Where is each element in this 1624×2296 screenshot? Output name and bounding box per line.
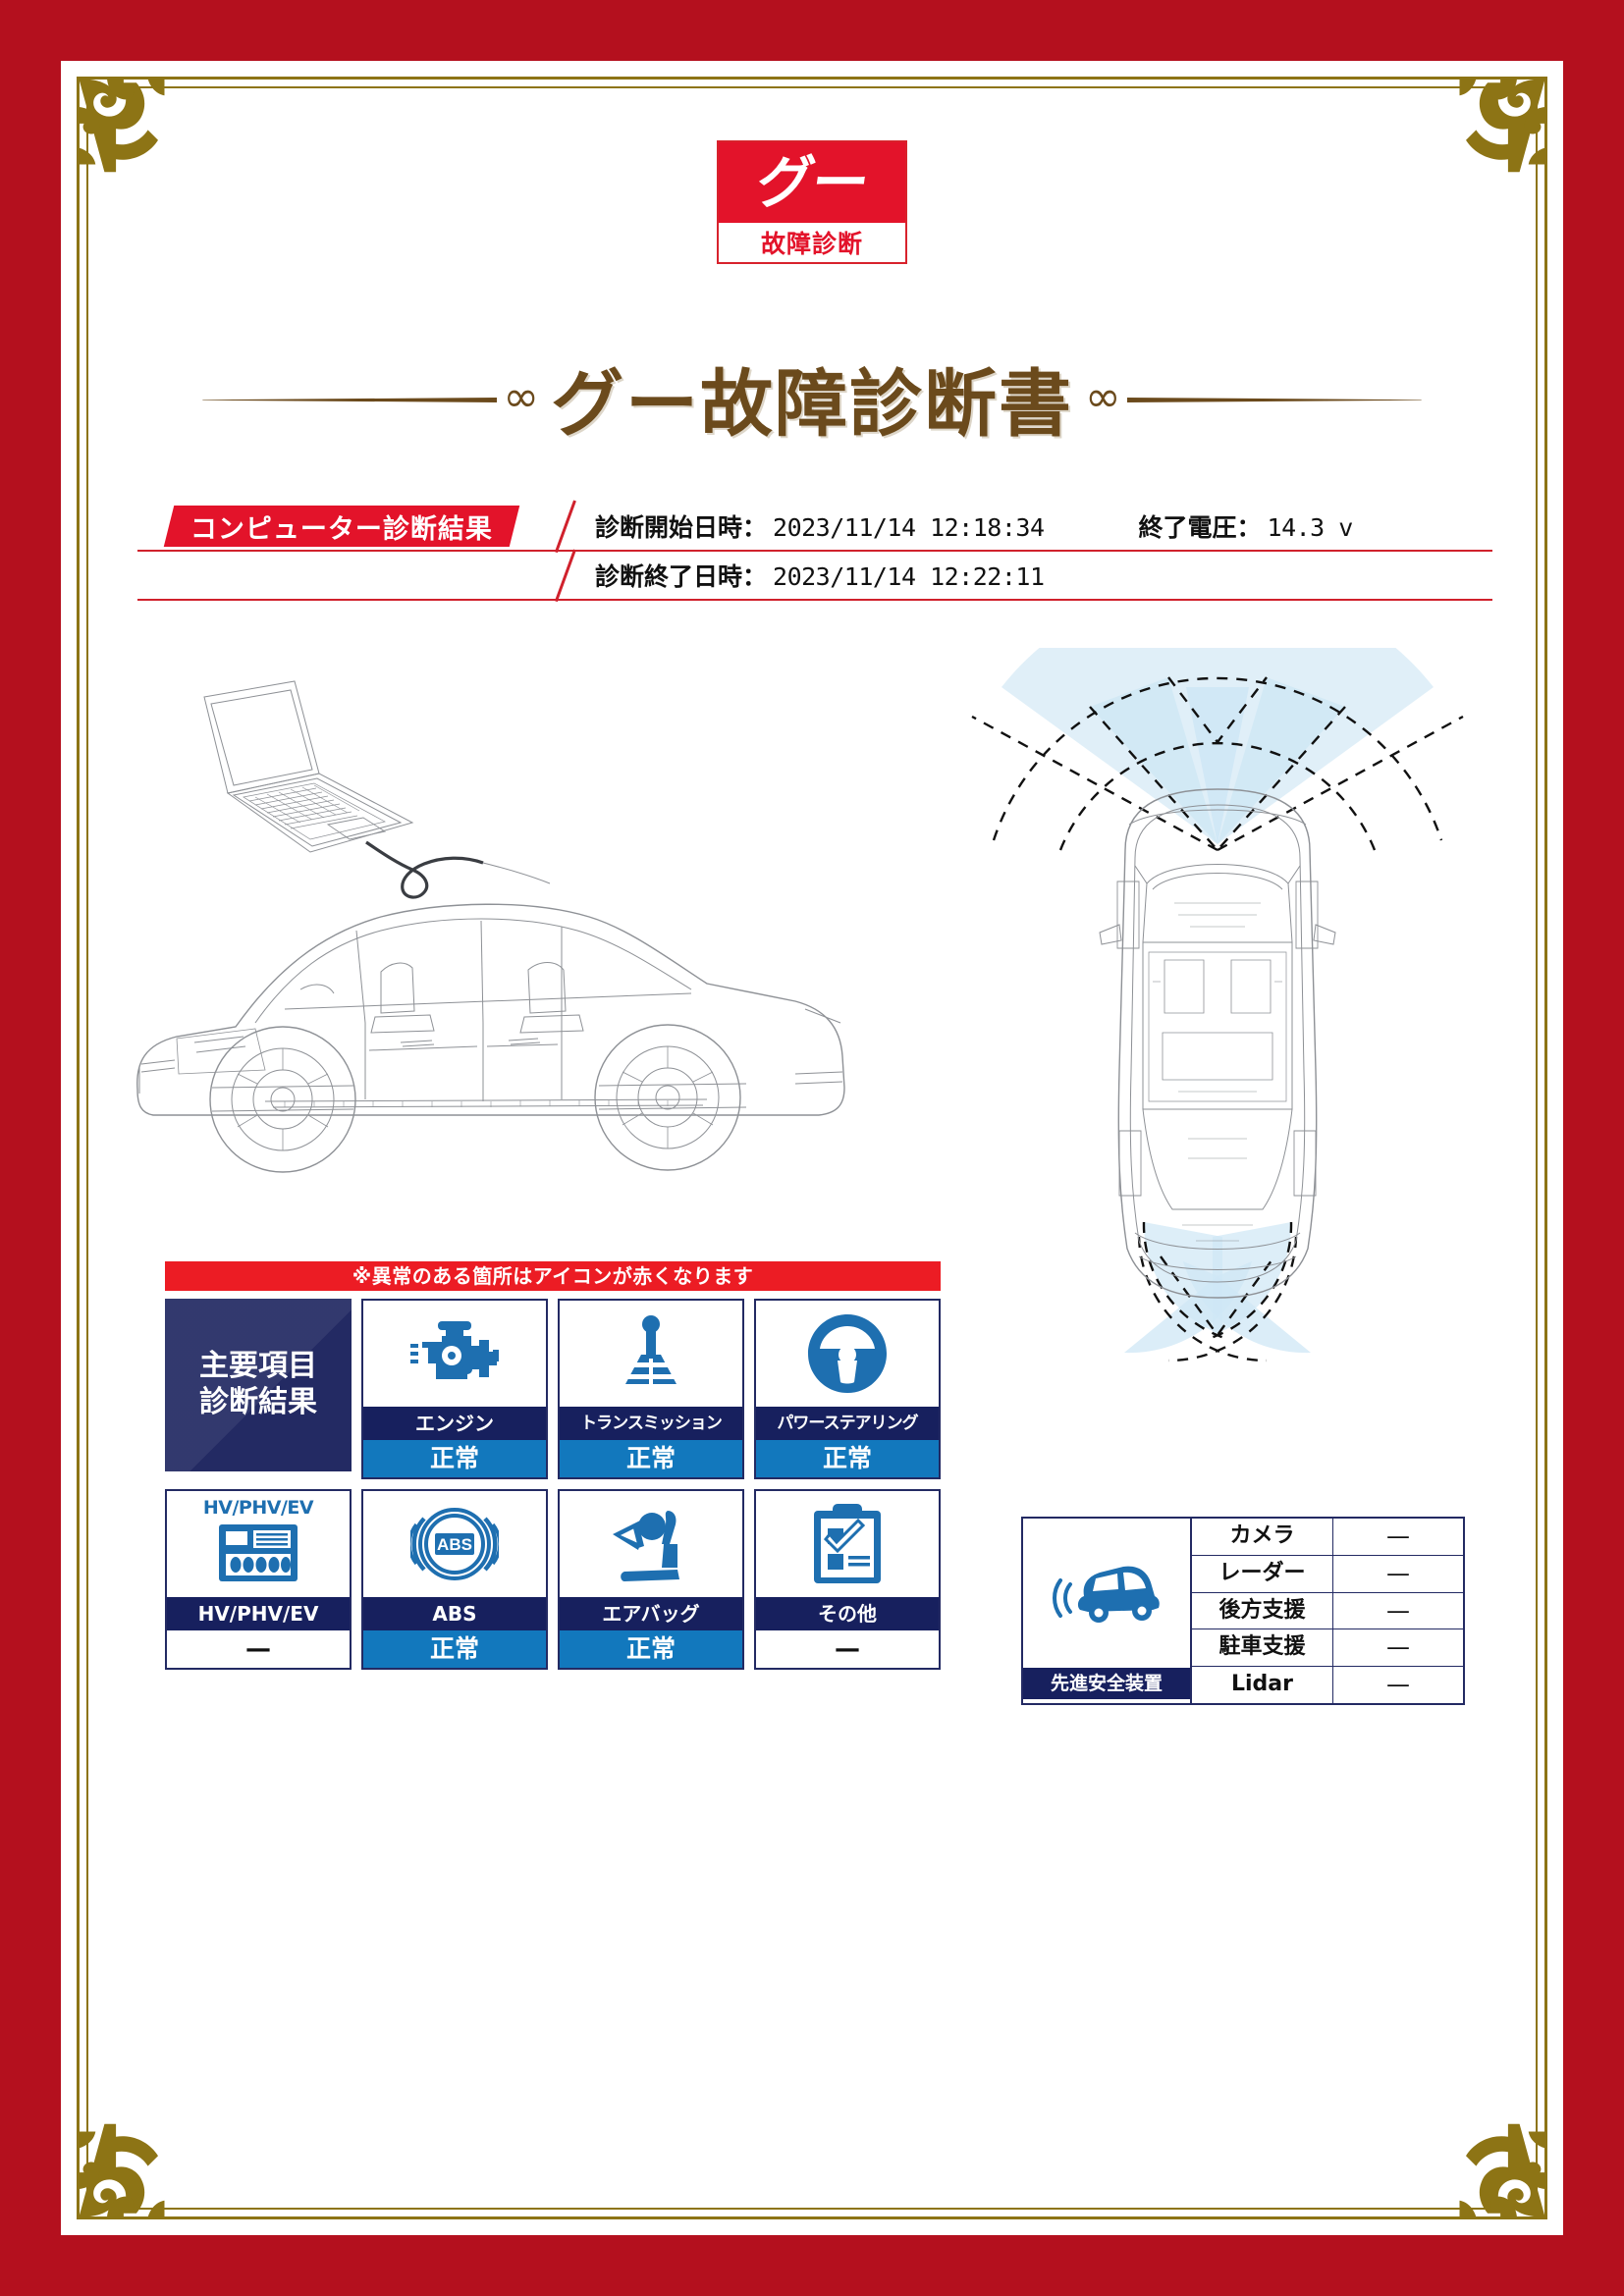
logo-caption: 故障診断 bbox=[760, 230, 863, 258]
steering-wheel-icon-box bbox=[756, 1301, 939, 1407]
safety-row-radar: レーダー — bbox=[1192, 1554, 1463, 1592]
title-flourish-left-icon: ∞ bbox=[503, 372, 539, 422]
engine-icon bbox=[410, 1321, 499, 1379]
diagnosis-end-fields: 診断終了日時： 2023/11/14 12:22:11 bbox=[595, 558, 1492, 593]
abnormal-notice: ※異常のある箇所はアイコンが赤くなります bbox=[165, 1261, 941, 1291]
computer-diagnosis-banner-label: コンピューター診断結果 bbox=[190, 513, 493, 545]
result-status-airbag: 正常 bbox=[560, 1630, 742, 1668]
diagnosis-start-value: 2023/11/14 12:18:34 bbox=[773, 513, 1045, 542]
diagnosis-end-label: 診断終了日時： bbox=[595, 562, 768, 591]
engine-icon-box bbox=[363, 1301, 546, 1407]
results-grid-row-2: HV/PHV/EV bbox=[165, 1489, 941, 1670]
airbag-icon-box bbox=[560, 1491, 742, 1597]
safety-row-rear-support: 後方支援 — bbox=[1192, 1591, 1463, 1629]
battery-icon-box: HV/PHV/EV bbox=[167, 1491, 350, 1597]
logo-mark-area: グー bbox=[719, 142, 905, 223]
safety-name-lidar: Lidar bbox=[1192, 1667, 1333, 1703]
result-status-other: — bbox=[756, 1630, 939, 1668]
voltage-group: 終了電圧： 14.3 v bbox=[1138, 508, 1354, 544]
diagnosis-start-fields: 診断開始日時： 2023/11/14 12:18:34 終了電圧： 14.3 v bbox=[595, 508, 1492, 544]
result-label-power-steering: パワーステアリング bbox=[756, 1407, 939, 1440]
safety-name-radar: レーダー bbox=[1192, 1555, 1333, 1592]
transmission-icon bbox=[625, 1315, 677, 1384]
result-card-abs[interactable]: ABS ABS 正常 bbox=[361, 1489, 548, 1670]
main-diagnosis-results: ※異常のある箇所はアイコンが赤くなります 主要項目 診断結果 bbox=[165, 1261, 941, 1670]
steering-wheel-icon bbox=[808, 1314, 887, 1393]
abs-icon: ABS bbox=[410, 1508, 499, 1580]
safety-value-radar: — bbox=[1386, 1559, 1410, 1587]
result-status-hv-phv-ev: — bbox=[167, 1630, 350, 1668]
title-flourish-right-icon: ∞ bbox=[1085, 372, 1121, 422]
result-status-power-steering: 正常 bbox=[756, 1440, 939, 1477]
battery-icon bbox=[219, 1524, 298, 1581]
safety-row-parking-support: 駐車支援 — bbox=[1192, 1629, 1463, 1667]
diagnosis-end-value: 2023/11/14 12:22:11 bbox=[773, 562, 1045, 591]
safety-value-parking-support: — bbox=[1386, 1633, 1410, 1662]
voltage-value: 14.3 v bbox=[1267, 513, 1354, 542]
car-sensor-icon bbox=[1053, 1566, 1160, 1623]
diagnosis-info: コンピューター診断結果 診断開始日時： 2023/11/14 12:18:34 … bbox=[137, 503, 1492, 601]
clipboard-icon bbox=[814, 1504, 881, 1583]
result-card-engine[interactable]: エンジン 正常 bbox=[361, 1299, 548, 1479]
clipboard-icon-box bbox=[756, 1491, 939, 1597]
top-view-car-sensor-illustration bbox=[971, 648, 1464, 1362]
result-label-hv-phv-ev: HV/PHV/EV bbox=[167, 1597, 350, 1630]
result-label-airbag: エアバッグ bbox=[560, 1597, 742, 1630]
safety-car-icon-box bbox=[1023, 1519, 1190, 1668]
paper-sheet bbox=[61, 61, 1563, 2235]
logo-mark-text: グー bbox=[752, 149, 872, 216]
result-label-abs: ABS bbox=[363, 1597, 546, 1630]
abs-icon-box: ABS bbox=[363, 1491, 546, 1597]
safety-name-camera: カメラ bbox=[1192, 1519, 1333, 1555]
result-status-transmission: 正常 bbox=[560, 1440, 742, 1477]
result-card-hv-phv-ev[interactable]: HV/PHV/EV bbox=[165, 1489, 352, 1670]
page-title: グー故障診断書 bbox=[551, 361, 1073, 447]
results-section-title: 主要項目 診断結果 bbox=[165, 1299, 352, 1471]
result-label-engine: エンジン bbox=[363, 1407, 546, 1440]
result-label-transmission: トランスミッション bbox=[560, 1407, 742, 1440]
results-section-title-line1: 主要項目 bbox=[199, 1349, 317, 1384]
results-grid-row-1: 主要項目 診断結果 bbox=[165, 1299, 941, 1479]
svg-text:ABS: ABS bbox=[437, 1535, 472, 1554]
result-card-transmission[interactable]: トランスミッション 正常 bbox=[558, 1299, 744, 1479]
result-card-other[interactable]: その他 — bbox=[754, 1489, 941, 1670]
computer-diagnosis-banner: コンピューター診断結果 bbox=[163, 506, 520, 547]
diagnosis-info-row-2: 診断終了日時： 2023/11/14 12:22:11 bbox=[137, 552, 1492, 601]
airbag-icon bbox=[613, 1511, 679, 1581]
banner-slash-1 bbox=[560, 503, 593, 550]
document-title-row: ∞ グー故障診断書 ∞ bbox=[0, 339, 1624, 456]
safety-row-camera: カメラ — bbox=[1192, 1519, 1463, 1555]
safety-row-lidar: Lidar — bbox=[1192, 1666, 1463, 1703]
advanced-safety-table: 先進安全装置 カメラ — レーダー — 後方支援 — 駐車支援 — Lidar … bbox=[1021, 1517, 1465, 1705]
voltage-label: 終了電圧： bbox=[1138, 513, 1262, 542]
results-section-title-line2: 診断結果 bbox=[199, 1385, 317, 1419]
banner-slash-2 bbox=[560, 552, 593, 599]
goo-logo: グー 故障診断 bbox=[717, 140, 907, 264]
result-status-engine: 正常 bbox=[363, 1440, 546, 1477]
safety-value-camera: — bbox=[1386, 1522, 1410, 1550]
result-card-airbag[interactable]: エアバッグ 正常 bbox=[558, 1489, 744, 1670]
result-status-abs: 正常 bbox=[363, 1630, 546, 1668]
safety-name-rear-support: 後方支援 bbox=[1192, 1592, 1333, 1629]
safety-table-left: 先進安全装置 bbox=[1023, 1519, 1192, 1703]
diagnosis-info-row-1: コンピューター診断結果 診断開始日時： 2023/11/14 12:18:34 … bbox=[137, 503, 1492, 552]
safety-table-caption: 先進安全装置 bbox=[1023, 1668, 1190, 1699]
result-label-other: その他 bbox=[756, 1597, 939, 1630]
result-card-power-steering[interactable]: パワーステアリング 正常 bbox=[754, 1299, 941, 1479]
safety-value-lidar: — bbox=[1386, 1671, 1410, 1699]
transmission-icon-box bbox=[560, 1301, 742, 1407]
diagnosis-start-label: 診断開始日時： bbox=[595, 513, 768, 542]
safety-value-rear-support: — bbox=[1386, 1596, 1410, 1625]
laptop-and-car-illustration bbox=[136, 680, 845, 1173]
hv-phv-ev-mini-label: HV/PHV/EV bbox=[202, 1497, 314, 1519]
safety-table-rows: カメラ — レーダー — 後方支援 — 駐車支援 — Lidar — bbox=[1192, 1519, 1463, 1703]
safety-name-parking-support: 駐車支援 bbox=[1192, 1629, 1333, 1667]
